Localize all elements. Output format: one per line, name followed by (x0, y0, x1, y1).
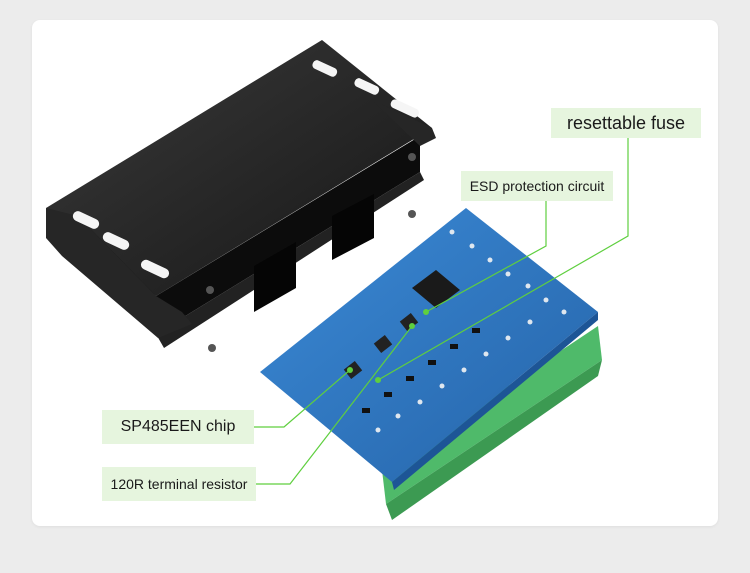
product-illustration (46, 40, 629, 520)
product-card: resettable fuse ESD protection circuit S… (32, 20, 718, 526)
callout-sp485een-chip: SP485EEN chip (102, 410, 254, 444)
leader-lines (254, 138, 629, 485)
terminal-block (382, 326, 602, 520)
callout-resettable-fuse: resettable fuse (551, 108, 701, 138)
callout-esd-protection: ESD protection circuit (461, 171, 613, 201)
leader-dots (347, 309, 429, 383)
metal-enclosure (46, 40, 436, 352)
callout-terminal-resistor: 120R terminal resistor (102, 467, 256, 501)
